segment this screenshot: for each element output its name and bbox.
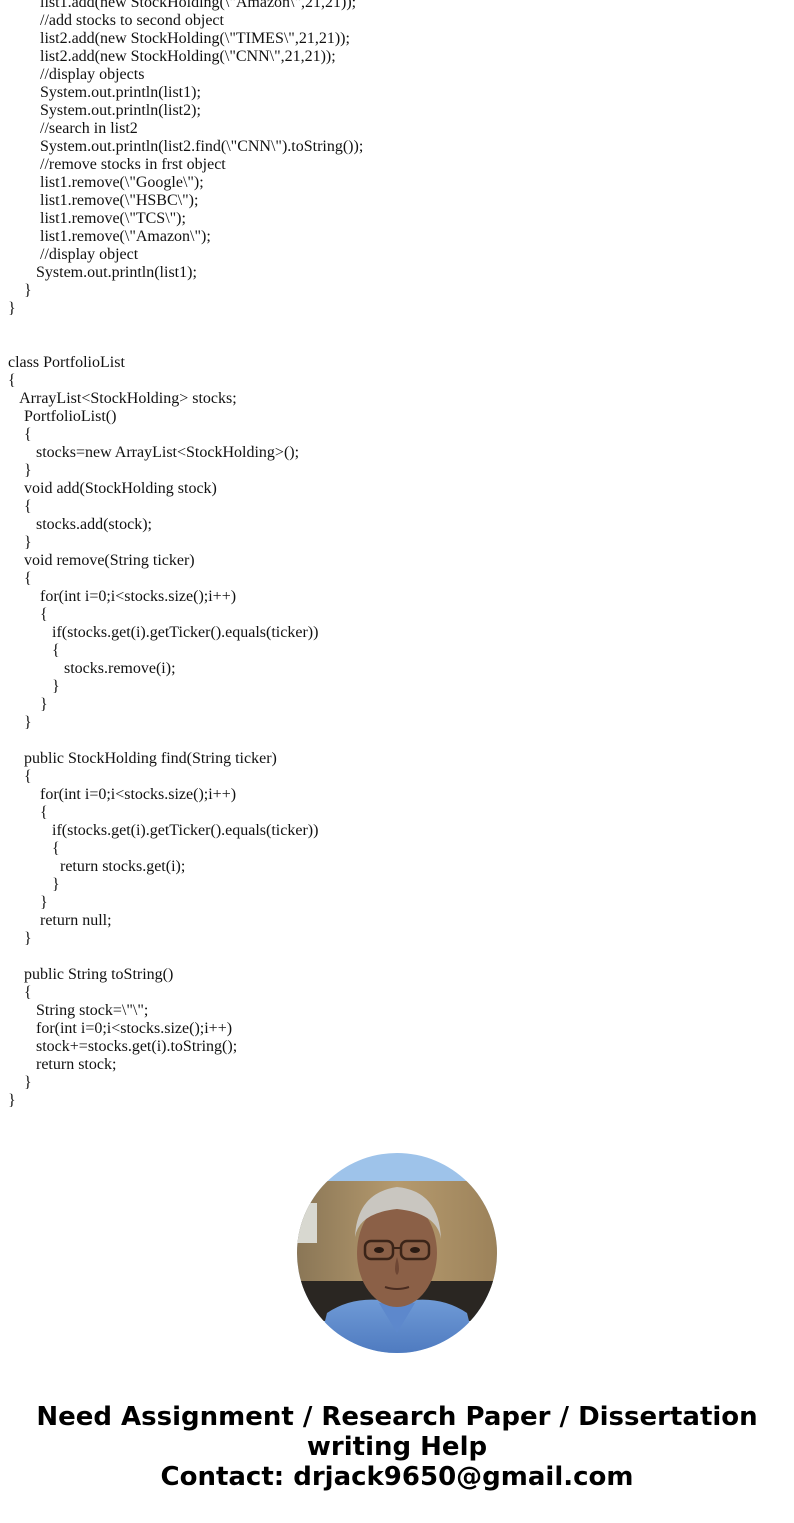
code-line: { — [8, 642, 60, 659]
code-line: System.out.println(list1); — [8, 264, 197, 281]
code-line: stocks.add(stock); — [8, 516, 152, 533]
code-line: } — [8, 696, 48, 713]
code-line: { — [8, 804, 48, 821]
code-line: list1.add(new StockHolding(\"Amazon\",21… — [8, 0, 357, 11]
contact-footer: Need Assignment / Research Paper / Disse… — [0, 1402, 794, 1492]
code-line: for(int i=0;i<stocks.size();i++) — [8, 1020, 233, 1037]
code-line: { — [8, 426, 32, 443]
code-line: return stock; — [8, 1056, 117, 1073]
code-line — [8, 336, 363, 354]
code-line: public StockHolding find(String ticker) — [8, 750, 277, 767]
code-line: public String toString() — [8, 966, 174, 983]
code-line: for(int i=0;i<stocks.size();i++) — [8, 786, 237, 803]
code-line: if(stocks.get(i).getTicker().equals(tick… — [8, 624, 319, 641]
footer-contact-email[interactable]: Contact: drjack9650@gmail.com — [160, 1462, 634, 1492]
code-line: void remove(String ticker) — [8, 552, 195, 569]
code-line: list1.remove(\"Amazon\"); — [8, 228, 211, 245]
author-portrait-icon — [297, 1153, 497, 1353]
code-line: } — [8, 930, 32, 947]
code-line: return null; — [8, 912, 112, 929]
code-line: PortfolioList() — [8, 408, 117, 425]
java-code-block: list1.add(new StockHolding(\"Amazon\",21… — [8, 0, 363, 1110]
code-line: System.out.println(list1); — [8, 84, 201, 101]
code-line: { — [8, 984, 32, 1001]
code-line: { — [8, 768, 32, 785]
code-line: //remove stocks in frst object — [8, 156, 226, 173]
code-line: } — [8, 1092, 16, 1109]
code-line: } — [8, 282, 32, 299]
code-line: { — [8, 570, 32, 587]
code-line: list1.remove(\"Google\"); — [8, 174, 204, 191]
code-line: { — [8, 606, 48, 623]
code-line — [8, 318, 363, 336]
code-line: } — [8, 300, 16, 317]
footer-headline: Need Assignment / Research Paper / Disse… — [36, 1402, 758, 1432]
footer-subheadline: writing Help — [306, 1432, 488, 1462]
code-line: System.out.println(list2); — [8, 102, 201, 119]
code-line: list2.add(new StockHolding(\"CNN\",21,21… — [8, 48, 336, 65]
code-line: stocks=new ArrayList<StockHolding>(); — [8, 444, 300, 461]
code-line: } — [8, 462, 32, 479]
code-line: } — [8, 876, 60, 893]
code-line: ArrayList<StockHolding> stocks; — [8, 390, 237, 407]
code-line: String stock=\"\"; — [8, 1002, 149, 1019]
code-line: } — [8, 534, 32, 551]
code-line: list1.remove(\"TCS\"); — [8, 210, 186, 227]
code-line: //display object — [8, 246, 139, 263]
code-line: if(stocks.get(i).getTicker().equals(tick… — [8, 822, 319, 839]
code-line: } — [8, 894, 48, 911]
code-line: { — [8, 840, 60, 857]
code-line: } — [8, 678, 60, 695]
code-line: } — [8, 1074, 32, 1091]
code-line: stocks.remove(i); — [8, 660, 176, 677]
code-line: System.out.println(list2.find(\"CNN\").t… — [8, 138, 364, 155]
code-line: //display objects — [8, 66, 145, 83]
author-avatar — [297, 1153, 497, 1353]
code-line: list1.remove(\"HSBC\"); — [8, 192, 199, 209]
code-line: list2.add(new StockHolding(\"TIMES\",21,… — [8, 30, 350, 47]
code-line: { — [8, 498, 32, 515]
code-line: return stocks.get(i); — [8, 858, 186, 875]
code-line: } — [8, 714, 32, 731]
code-line: //search in list2 — [8, 120, 138, 137]
code-line: for(int i=0;i<stocks.size();i++) — [8, 588, 237, 605]
code-line: class PortfolioList — [8, 354, 125, 371]
code-line — [8, 948, 363, 966]
code-line: void add(StockHolding stock) — [8, 480, 217, 497]
code-line — [8, 732, 363, 750]
code-line: { — [8, 372, 16, 389]
code-line: //add stocks to second object — [8, 12, 224, 29]
code-line: stock+=stocks.get(i).toString(); — [8, 1038, 238, 1055]
